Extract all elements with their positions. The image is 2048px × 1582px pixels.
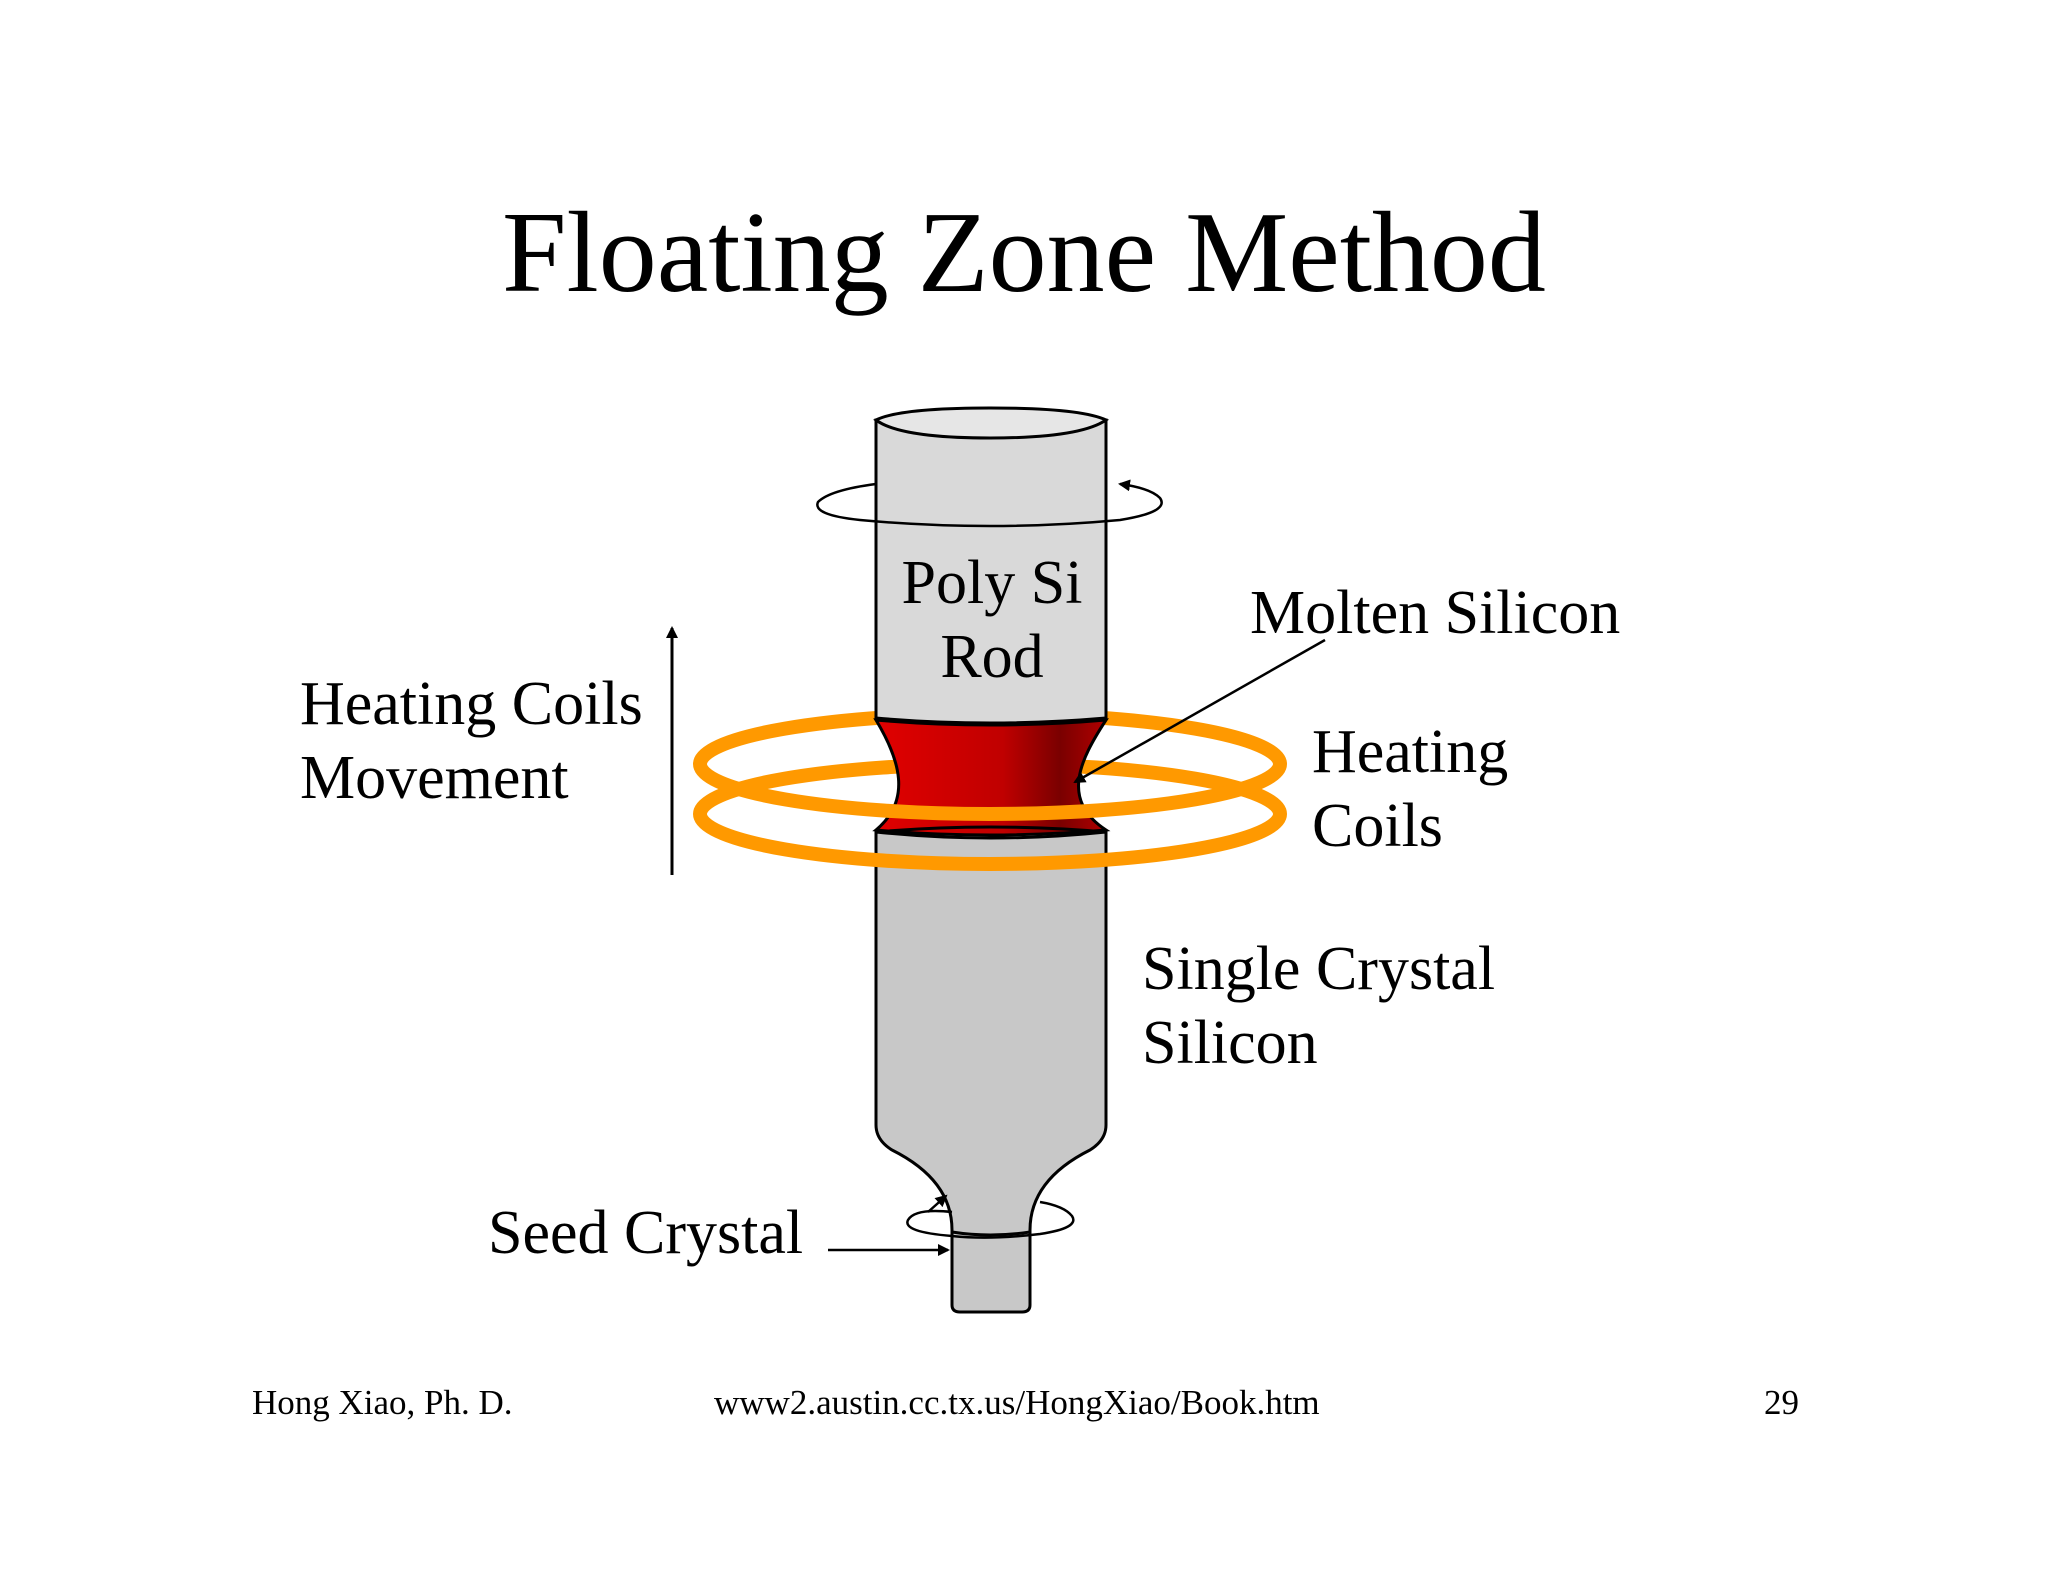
- heating-coils-front: [693, 763, 1287, 871]
- footer-url: www2.austin.cc.tx.us/HongXiao/Book.htm: [714, 1383, 1320, 1422]
- footer-page-number: 29: [1764, 1383, 1799, 1422]
- poly-si-rod-label-line-1: Poly Si: [901, 549, 1083, 617]
- heating-coils-label-line-2: Coils: [1312, 792, 1443, 860]
- slide-title: Floating Zone Method: [502, 189, 1546, 317]
- poly-si-rod-shape: [873, 406, 1110, 725]
- seed-crystal-label: Seed Crystal: [488, 1199, 804, 1267]
- molten-silicon-label: Molten Silicon: [1250, 579, 1621, 647]
- single-crystal-silicon-line-2: Silicon: [1142, 1009, 1318, 1077]
- single-crystal-shape: [874, 825, 1108, 1314]
- poly-si-rod-label: Poly Si Rod: [882, 546, 1102, 694]
- single-crystal-silicon-label: Single Crystal Silicon: [1142, 932, 1495, 1080]
- single-crystal-silicon-line-1: Single Crystal: [1142, 935, 1496, 1003]
- footer-author: Hong Xiao, Ph. D.: [252, 1383, 513, 1422]
- heating-coils-label-line-1: Heating: [1312, 718, 1509, 786]
- poly-si-rod-label-line-2: Rod: [940, 623, 1044, 691]
- rotation-arrow-bottom: [906, 1194, 1075, 1239]
- heating-coils-label: Heating Coils: [1312, 715, 1508, 863]
- heating-coils-movement-label: Heating Coils Movement: [300, 667, 643, 815]
- heating-coils-movement-line-1: Heating Coils: [300, 670, 643, 738]
- molten-silicon-pointer: [1073, 638, 1326, 784]
- heating-coils-movement-line-2: Movement: [300, 744, 569, 812]
- rotation-arrow-top: [816, 479, 1163, 528]
